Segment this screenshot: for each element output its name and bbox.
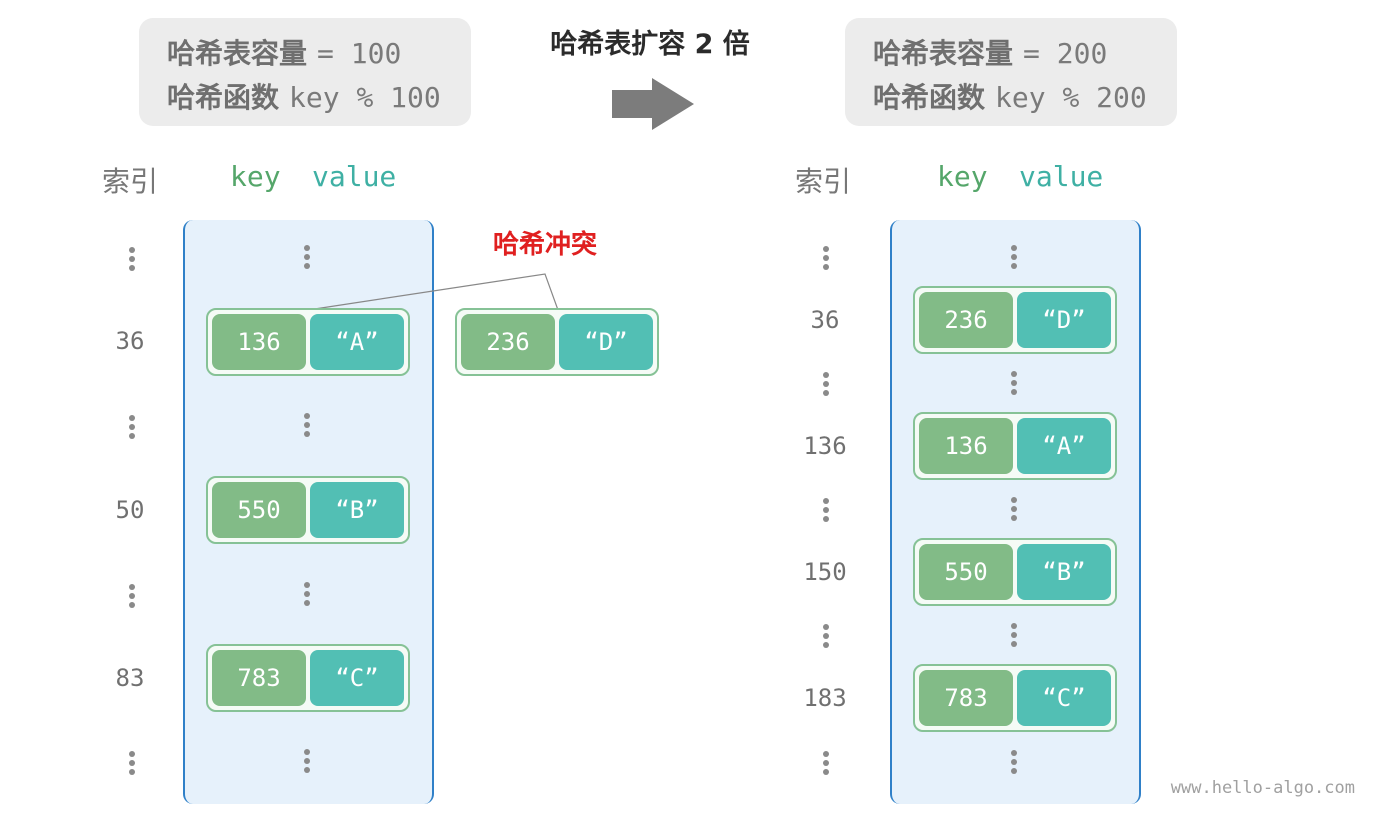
ellipsis-icon xyxy=(128,244,136,274)
after-row-2-key: 550 xyxy=(919,544,1013,600)
after-func-line: 哈希函数 key % 200 xyxy=(873,76,1149,120)
after-row-2-value: “B” xyxy=(1017,544,1111,600)
ellipsis-icon xyxy=(128,581,136,611)
before-capacity-line: 哈希表容量 = 100 xyxy=(167,32,443,76)
after-header-value: value xyxy=(1019,160,1104,193)
after-row-1-entry: 136 “A” xyxy=(913,412,1117,480)
after-row-0-key: 236 xyxy=(919,292,1013,348)
ellipsis-icon xyxy=(303,579,311,609)
after-info-box: 哈希表容量 = 200 哈希函数 key % 200 xyxy=(845,18,1177,126)
after-row-1-value: “A” xyxy=(1017,418,1111,474)
before-row-0-index: 36 xyxy=(115,327,145,355)
ellipsis-icon xyxy=(1010,494,1018,524)
before-row-0-entry: 136 “A” xyxy=(206,308,410,376)
after-capacity-label: 哈希表容量 xyxy=(873,37,1014,70)
before-header-value: value xyxy=(312,160,397,193)
before-header-index: 索引 xyxy=(102,165,159,198)
after-row-3-entry: 783 “C” xyxy=(913,664,1117,732)
ellipsis-icon xyxy=(303,410,311,440)
before-func-line: 哈希函数 key % 100 xyxy=(167,76,443,120)
before-header-key: key xyxy=(230,160,281,193)
after-row-1-index: 136 xyxy=(803,432,847,460)
ellipsis-icon xyxy=(128,412,136,442)
ellipsis-icon xyxy=(822,243,830,273)
ellipsis-icon xyxy=(822,621,830,651)
after-func-label: 哈希函数 xyxy=(873,81,986,114)
before-row-1-key: 550 xyxy=(212,482,306,538)
after-row-0-index: 36 xyxy=(810,306,840,334)
after-row-3-key: 783 xyxy=(919,670,1013,726)
watermark: www.hello-algo.com xyxy=(1170,778,1355,798)
after-row-0-value: “D” xyxy=(1017,292,1111,348)
collision-label: 哈希冲突 xyxy=(492,230,597,260)
before-func-label: 哈希函数 xyxy=(167,81,280,114)
before-row-0-value: “A” xyxy=(310,314,404,370)
before-row-2-entry: 783 “C” xyxy=(206,644,410,712)
before-row-2-value: “C” xyxy=(310,650,404,706)
after-header-key: key xyxy=(937,160,988,193)
after-row-3-index: 183 xyxy=(803,684,847,712)
after-row-2-entry: 550 “B” xyxy=(913,538,1117,606)
after-row-1-key: 136 xyxy=(919,418,1013,474)
before-row-2-key: 783 xyxy=(212,650,306,706)
before-row-1-index: 50 xyxy=(115,496,145,524)
ellipsis-icon xyxy=(1010,620,1018,650)
right-arrow-icon xyxy=(612,78,694,130)
ellipsis-icon xyxy=(1010,368,1018,398)
ellipsis-icon xyxy=(1010,242,1018,272)
ellipsis-icon xyxy=(303,746,311,776)
after-row-3-value: “C” xyxy=(1017,670,1111,726)
collision-entry: 236 “D” xyxy=(455,308,659,376)
ellipsis-icon xyxy=(303,242,311,272)
before-capacity-label: 哈希表容量 xyxy=(167,37,308,70)
collision-entry-key: 236 xyxy=(461,314,555,370)
after-capacity-value: = 200 xyxy=(1023,37,1108,70)
expand-title: 哈希表扩容 2 倍 xyxy=(550,29,750,60)
ellipsis-icon xyxy=(1010,747,1018,777)
before-info-box: 哈希表容量 = 100 哈希函数 key % 100 xyxy=(139,18,471,126)
before-row-0-key: 136 xyxy=(212,314,306,370)
ellipsis-icon xyxy=(822,369,830,399)
after-row-2-index: 150 xyxy=(803,558,847,586)
before-func-value: key % 100 xyxy=(289,81,441,114)
before-row-2-index: 83 xyxy=(115,664,145,692)
after-capacity-line: 哈希表容量 = 200 xyxy=(873,32,1149,76)
before-row-1-entry: 550 “B” xyxy=(206,476,410,544)
before-row-1-value: “B” xyxy=(310,482,404,538)
ellipsis-icon xyxy=(128,748,136,778)
after-row-0-entry: 236 “D” xyxy=(913,286,1117,354)
before-capacity-value: = 100 xyxy=(317,37,402,70)
after-func-value: key % 200 xyxy=(995,81,1147,114)
collision-entry-value: “D” xyxy=(559,314,653,370)
after-header-index: 索引 xyxy=(795,165,852,198)
ellipsis-icon xyxy=(822,495,830,525)
ellipsis-icon xyxy=(822,748,830,778)
